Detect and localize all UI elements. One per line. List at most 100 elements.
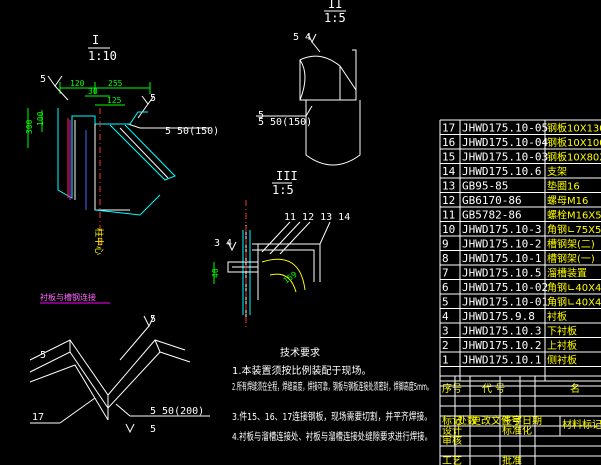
- requirement-3: 3.件15、16、17连接钢板，现场需要切割，并平齐焊接。: [232, 410, 432, 423]
- bom-row-name: 垫圈16: [547, 180, 580, 193]
- view1-scale-num: I: [92, 33, 99, 47]
- tech-requirements: 技术要求 1.本装置须按比例装配于现场。 2.所有焊缝须在全程，焊缝高度，焊接可…: [232, 346, 432, 443]
- bom-row-code: JHWD175.10-1: [462, 252, 541, 265]
- weld-54: 5 4: [293, 32, 311, 43]
- view2-scale-num: II: [328, 0, 342, 11]
- weld-5-d: 5: [150, 314, 156, 325]
- bom-row-name: 螺母M16: [547, 195, 588, 207]
- tb-material: 材料标记: [562, 418, 601, 431]
- dim-159: 159: [282, 270, 299, 286]
- bom-row-no: 8: [442, 252, 449, 265]
- tb-change: 更改文件号: [471, 414, 521, 427]
- view1-scale-den: 1:10: [88, 49, 117, 63]
- bom-row-code: JHWD175.10-05: [462, 122, 548, 135]
- bom-row-code: JHWD175.10-04: [462, 136, 548, 149]
- bom-row-code: JHWD175.10-3: [462, 223, 541, 236]
- bom-row-no: 5: [442, 296, 449, 309]
- dim-120: 120: [70, 79, 85, 88]
- bom-row-name: 下衬板: [547, 325, 577, 338]
- bom-row-code: JHWD175.10-03: [462, 151, 548, 164]
- bom-row-name: 衬板: [547, 310, 567, 323]
- bom-row-no: 3: [442, 325, 449, 338]
- bom-row-code: JHWD175.10-02: [462, 281, 548, 294]
- bom-row-name: 槽钢架(二): [547, 238, 595, 251]
- dim-300: 300: [25, 119, 34, 134]
- bom-row-no: 6: [442, 281, 449, 294]
- bom-row-code: JHWD175.10.1: [462, 354, 541, 367]
- bom-row-no: 13: [442, 180, 455, 193]
- requirements-title: 技术要求: [280, 346, 320, 359]
- weld-550-150-b: 5 50(150): [258, 117, 312, 128]
- bom-row-no: 4: [442, 310, 449, 323]
- bom-header-code: 代 号: [482, 383, 505, 395]
- callouts-top: 11 12 13 14: [284, 212, 350, 223]
- view3-scale-num: III: [276, 169, 298, 183]
- bom-row-name: 侧衬板: [547, 354, 577, 367]
- bom-row-name: 支架: [547, 166, 567, 178]
- bom-row-no: 12: [442, 194, 455, 207]
- detail-label: 衬板与槽钢连接: [40, 292, 96, 302]
- view-3: III 1:5 11 12 13 14 3 4 159 40: [211, 169, 350, 330]
- weld-5-e: 5: [150, 424, 156, 435]
- view2-scale-den: 1:5: [324, 11, 346, 25]
- bom-row-name: 钢板10X80X3: [547, 151, 601, 164]
- requirement-4: 4.衬板与溜槽连接处、衬板与溜槽连接处缝隙要求进行焊接。: [232, 430, 432, 443]
- bom-header-no: 序号: [442, 382, 462, 395]
- weld-550-150-a: 5 50(150): [165, 126, 219, 137]
- bom-row-name: 钢板10X100X5: [547, 136, 601, 149]
- bom-row-no: 10: [442, 223, 455, 236]
- bom-row-no: 7: [442, 267, 449, 280]
- bom-row-code: JHWD175.10.6: [462, 165, 541, 178]
- bom-row-name: 溜槽装置: [547, 267, 587, 280]
- title-block: 标记 处数 更改文件号 签字 日期 材料标记 设计 标准化 审核 工艺 批准: [439, 375, 601, 465]
- weld-5-b: 5: [150, 93, 156, 104]
- tb-approve: 批准: [502, 454, 522, 465]
- view-1: I 1:10 120 255 30 125 300 100 5 5 5 50(1…: [25, 33, 219, 255]
- dim-30: 30: [88, 87, 98, 96]
- dim-255: 255: [108, 79, 123, 88]
- weld-5-f: 5: [40, 350, 46, 361]
- view-2: II 1:5 5 4 5 50(150) 5: [256, 0, 361, 166]
- weld-5-a: 5: [40, 74, 46, 85]
- dim-125: 125: [107, 96, 122, 105]
- bom-row-code: JHWD175.10.2: [462, 339, 541, 352]
- bom-row-name: 钢板10X130X1: [547, 122, 601, 135]
- bom-row-name: 上衬板: [547, 339, 577, 352]
- callout-17: 17: [32, 412, 44, 423]
- bom-row-no: 2: [442, 339, 449, 352]
- view3-scale-den: 1:5: [272, 183, 294, 197]
- tb-design: 设计: [442, 424, 462, 437]
- tb-sign: 签字: [502, 414, 522, 427]
- bom-row-code: JHWD175.10-2: [462, 238, 541, 251]
- tb-count: 处数: [457, 414, 477, 427]
- bom-row-code: GB5782-86: [462, 209, 522, 222]
- bom-row-code: JHWD175.10.3: [462, 325, 541, 338]
- bom-table: 17 JHWD175.10-05钢板10X130X1 1 6 JHWD175.10-04…: [439, 119, 601, 395]
- tb-standard: 标准化: [502, 424, 532, 437]
- bom-row-no: 17: [442, 122, 455, 135]
- bom-row-code: GB95-85: [462, 180, 508, 193]
- tb-mark: 标记: [442, 415, 462, 427]
- bom-row-name: 螺栓M16X55: [547, 209, 601, 222]
- tb-review: 审核: [442, 434, 462, 447]
- bom-row-name: 槽钢架(一): [547, 252, 595, 265]
- bom-row-name: 角钢∟40X4.5: [547, 296, 601, 309]
- bom-row-code: JHWD175.9.8: [462, 310, 535, 323]
- bom-header-name: 名: [570, 382, 580, 395]
- center-label: 柱中心: [93, 228, 105, 255]
- tb-date: 日期: [522, 415, 542, 427]
- weld-550-200: 5 50(200): [150, 406, 204, 417]
- weld-5-c: 5: [258, 110, 264, 121]
- bom-row-no: 14: [442, 165, 456, 178]
- bom-row-no: 1: [442, 354, 449, 367]
- bom-row-no: 11: [442, 209, 455, 222]
- dim-100: 100: [36, 111, 45, 126]
- bom-row-code: JHWD175.10.5: [462, 267, 541, 280]
- weld-3-4: 3 4: [214, 238, 232, 249]
- bom-row-no: 9: [442, 238, 449, 251]
- dim-40: 40: [211, 268, 220, 278]
- bom-row-code: GB6170-86: [462, 194, 522, 207]
- bom-row-no: 15: [442, 151, 455, 164]
- detail-view: 衬板与槽钢连接 5 17 5 50(200) 5 5: [29, 292, 210, 435]
